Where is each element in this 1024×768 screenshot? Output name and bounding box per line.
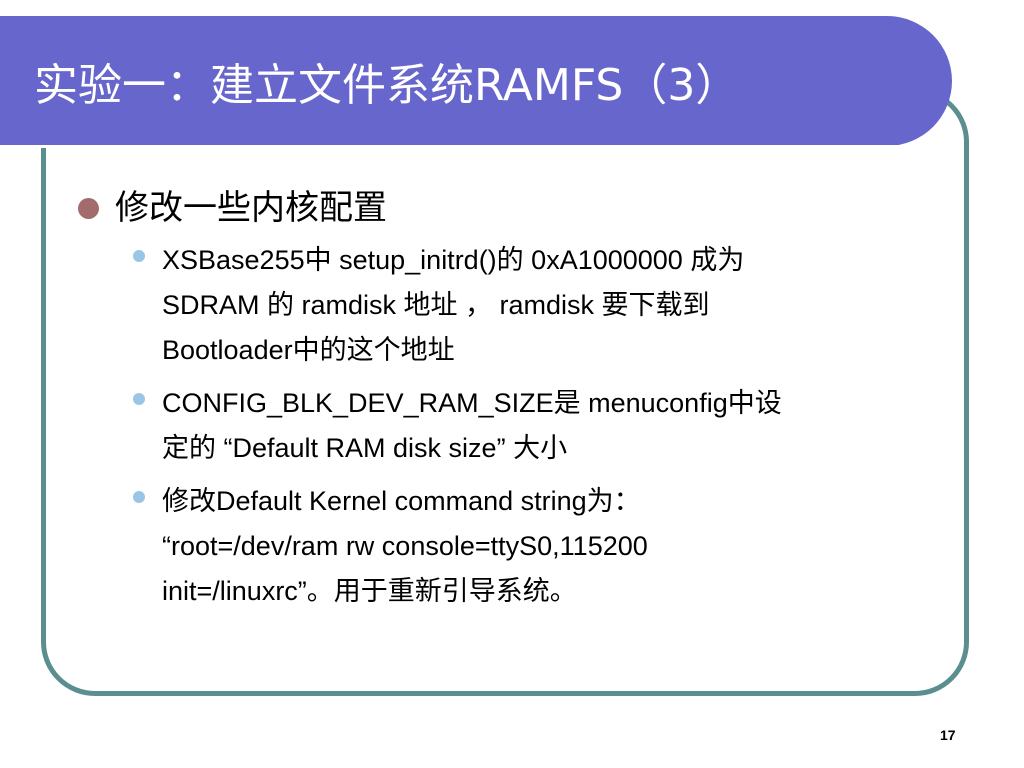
sub-bullet-line: init=/linuxrc”。用于重新引导系统。 <box>162 576 577 607</box>
sub-bullet-line: SDRAM 的 ramdisk 地址 ， ramdisk 要下载到 <box>162 290 710 321</box>
sub-bullet-dot-icon <box>133 491 145 504</box>
sub-bullet-dot-icon <box>133 393 145 406</box>
sub-bullet-line: 定的 “Default RAM disk size” 大小 <box>162 433 568 464</box>
sub-bullet-line: 修改Default Kernel command string为： <box>162 486 641 517</box>
page-number: 17 <box>940 727 956 743</box>
sub-bullet-2: CONFIG_BLK_DEV_RAM_SIZE是 menuconfig中设 定的… <box>133 381 958 471</box>
sub-bullet-3: 修改Default Kernel command string为： “root=… <box>133 479 958 614</box>
sub-bullet-text: 修改Default Kernel command string为： “root=… <box>162 479 952 614</box>
sub-bullet-line: Bootloader中的这个地址 <box>162 335 455 366</box>
sub-bullet-text: XSBase255中 setup_initrd()的 0xA1000000 成为… <box>162 238 952 373</box>
title-bar: 实验一：建立文件系统RAMFS（3） <box>0 16 952 148</box>
sub-bullet-line: “root=/dev/ram rw console=ttyS0,115200 <box>162 531 648 562</box>
bullet-list: 修改一些内核配置 XSBase255中 setup_initrd()的 0xA1… <box>78 186 958 622</box>
sub-bullet-dot-icon <box>133 250 145 263</box>
bullet-dot-icon <box>78 197 99 219</box>
content-frame <box>41 88 969 696</box>
sub-bullet-1: XSBase255中 setup_initrd()的 0xA1000000 成为… <box>133 238 958 373</box>
sub-bullet-line: CONFIG_BLK_DEV_RAM_SIZE是 menuconfig中设 <box>162 388 782 419</box>
slide-title: 实验一：建立文件系统RAMFS（3） <box>34 60 740 111</box>
level1-item-text: 修改一些内核配置 <box>115 188 387 228</box>
level1-item: 修改一些内核配置 <box>78 186 958 230</box>
sub-bullet-text: CONFIG_BLK_DEV_RAM_SIZE是 menuconfig中设 定的… <box>162 381 952 471</box>
sub-bullet-line: XSBase255中 setup_initrd()的 0xA1000000 成为 <box>162 245 745 276</box>
title-underline <box>0 145 906 148</box>
